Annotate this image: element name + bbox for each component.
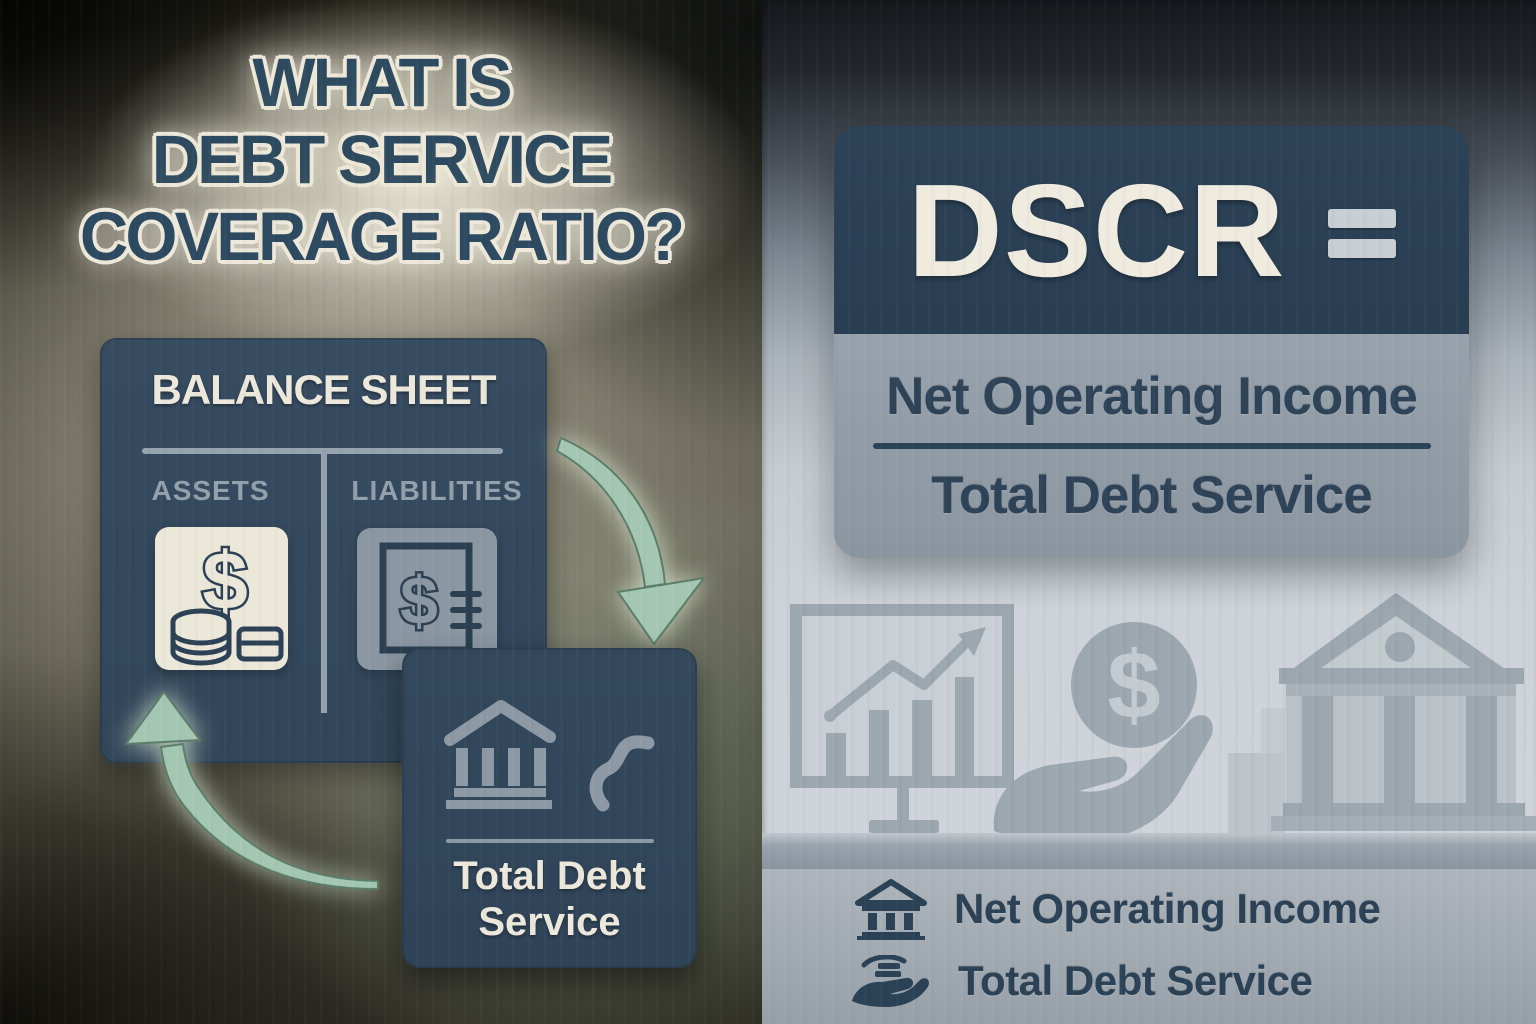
dscr-formula-panel: DSCR Net Operating Income Total Debt Ser… (834, 126, 1469, 558)
legend-label-total-debt-service: Total Debt Service (958, 957, 1313, 1004)
s-curve-icon (589, 735, 655, 812)
dscr-fraction: Net Operating Income Total Debt Service (834, 334, 1469, 558)
title-line-1: WHAT IS (252, 44, 512, 121)
skyline-block-tall (1261, 708, 1285, 833)
legend-label-net-operating-income: Net Operating Income (954, 885, 1381, 932)
coin-dollar-glyph: $ (1107, 632, 1160, 739)
title-line-3: COVERAGE RATIO? (79, 198, 685, 275)
dollar-coins-card-icon: $ (170, 534, 284, 666)
faded-illustrations: $ (790, 593, 1536, 844)
bank-icon (444, 700, 556, 809)
t-account-vertical-line (321, 450, 327, 713)
equals-bar-top (1327, 208, 1396, 228)
dollar-coin-hand-icon: $ (993, 622, 1213, 844)
fraction-bar (872, 443, 1431, 449)
bank-building-icon (1271, 593, 1536, 831)
growth-chart-board-icon (790, 604, 1014, 833)
title-line-2: DEBT SERVICE (151, 121, 613, 198)
dscr-header: DSCR (834, 126, 1469, 334)
equals-sign (1327, 208, 1396, 258)
equals-bar-bottom (1327, 238, 1396, 258)
assets-column-label: ASSETS (151, 475, 270, 506)
assets-tile: $ (155, 527, 288, 670)
tds-label-line-2: Service (478, 900, 621, 944)
legend-band: Net Operating Income Total Debt Service (762, 869, 1536, 1024)
dscr-acronym: DSCR (907, 156, 1286, 304)
bank-icon (855, 879, 927, 940)
tds-label: Total Debt Service (402, 853, 697, 945)
tds-label-line-1: Total Debt (453, 854, 646, 898)
hand-coins-icon (852, 955, 930, 1007)
legend-item-total-debt-service: Total Debt Service (848, 955, 1313, 1007)
floor-strip (762, 833, 1536, 869)
fraction-numerator: Net Operating Income (886, 367, 1418, 426)
total-debt-service-card: Total Debt Service (402, 648, 697, 968)
tds-divider-line (446, 839, 654, 843)
liabilities-column-label: LIABILITIES (351, 475, 523, 506)
balance-sheet-heading: BALANCE SHEET (151, 366, 496, 413)
page-title: WHAT IS DEBT SERVICE COVERAGE RATIO? (29, 44, 733, 275)
legend-item-net-operating-income: Net Operating Income (854, 878, 1381, 940)
fraction-denominator: Total Debt Service (931, 466, 1372, 525)
liabilities-dollar-glyph: $ (400, 563, 438, 639)
